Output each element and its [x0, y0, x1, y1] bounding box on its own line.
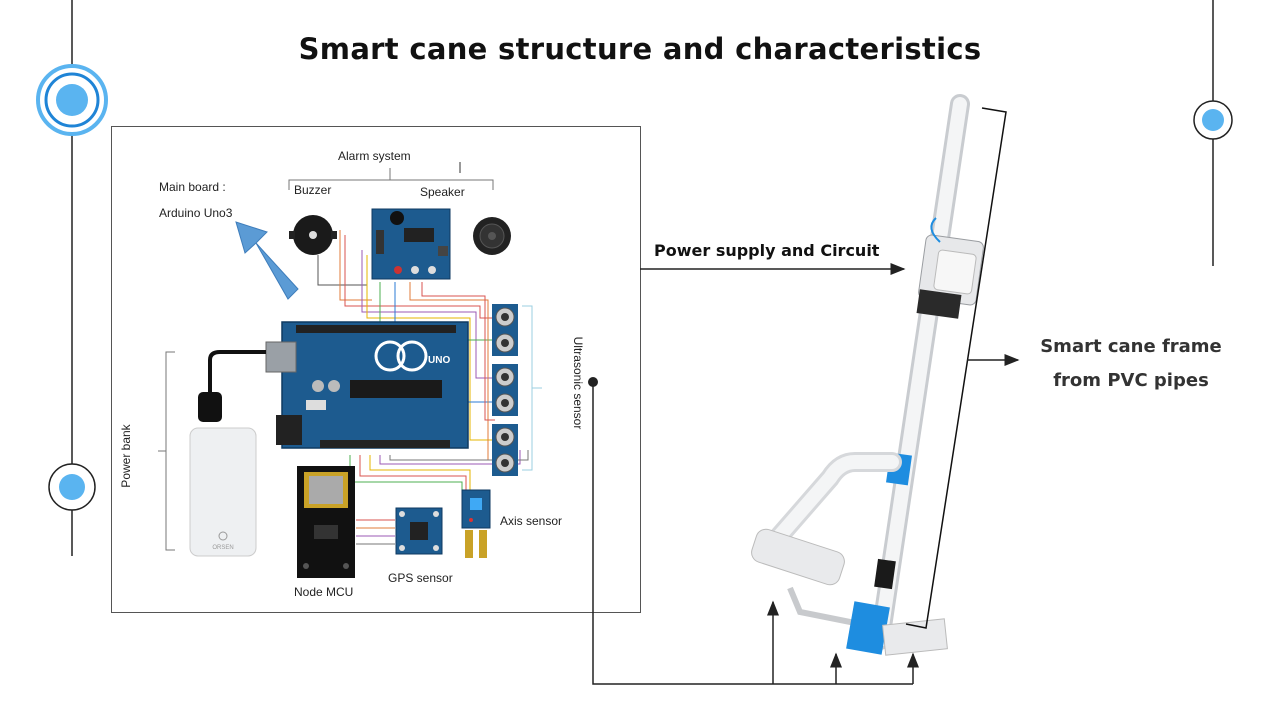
alarm-bracket — [288, 179, 494, 190]
axis-sensor-label: Axis sensor — [500, 514, 563, 528]
frame-bracket — [905, 107, 1007, 629]
axis-sensor-component — [461, 489, 491, 558]
cane-frame-image — [751, 94, 984, 656]
ultrasonic-connector-line — [592, 382, 913, 685]
buzzer-label: Buzzer — [294, 183, 332, 197]
alarm-system-label: Alarm system — [338, 149, 411, 163]
cane-frame-label: Smart cane frame from PVC pipes — [1030, 330, 1232, 398]
node-mcu-label: Node MCU — [294, 585, 354, 599]
left-bottom-ring-dot — [59, 474, 85, 500]
cane-frame-label-line1: Smart cane frame — [1040, 336, 1222, 357]
page-title: Smart cane structure and characteristics — [298, 32, 982, 66]
arduino-uno-board: UNO — [265, 321, 469, 449]
main-board-label: Main board : — [159, 180, 226, 194]
speaker-label: Speaker — [420, 185, 465, 199]
node-mcu-component — [297, 466, 355, 578]
right-ring-dot — [1202, 109, 1224, 131]
main-board-value: Arduino Uno3 — [159, 206, 233, 220]
buzzer-component — [289, 215, 337, 255]
left-top-ring-dot — [56, 84, 88, 116]
gps-sensor-component — [395, 507, 443, 555]
cane-frame-label-line2: from PVC pipes — [1053, 370, 1209, 391]
alarm-module — [371, 208, 451, 280]
ultrasonic-sensor-3 — [492, 424, 518, 476]
power-supply-label: Power supply and Circuit — [654, 241, 880, 260]
gps-sensor-label: GPS sensor — [388, 571, 453, 585]
ultrasonic-sensor-1 — [492, 304, 518, 356]
main-board-arrow — [235, 221, 299, 300]
power-bank-component: ORSEN — [189, 350, 266, 557]
uno-logo-text: UNO — [428, 355, 450, 366]
speaker-component — [473, 217, 511, 255]
ultrasonic-sensor-2 — [492, 364, 518, 416]
power-bank-brand: ORSEN — [212, 545, 233, 551]
